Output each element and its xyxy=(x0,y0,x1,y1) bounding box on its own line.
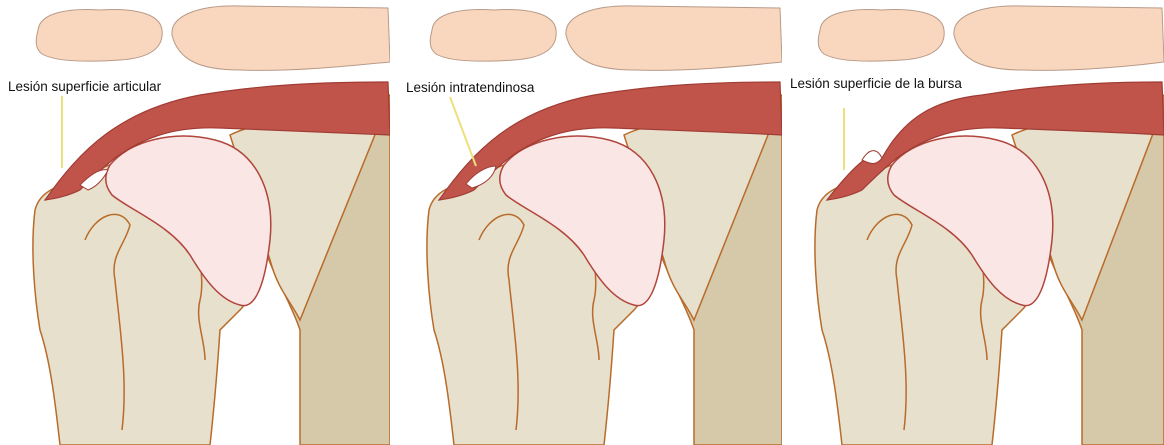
soft-tissue-pad-right xyxy=(566,6,782,70)
shoulder-illustration-intratendinous xyxy=(392,0,782,445)
panel-bursal-surface-lesion: Lesión superficie de la bursa xyxy=(784,0,1164,445)
soft-tissue-pad-left xyxy=(818,10,944,62)
bursal-lesion-gap xyxy=(862,151,882,164)
soft-tissue-pad-left xyxy=(430,10,556,62)
lesion-label: Lesión intratendinosa xyxy=(404,80,536,96)
soft-tissue-pad-left xyxy=(36,10,162,62)
shoulder-illustration-bursal xyxy=(784,0,1164,445)
shoulder-illustration-articular xyxy=(0,0,390,445)
lesion-label: Lesión superficie articular xyxy=(6,79,163,95)
leader-line xyxy=(450,97,476,166)
panel-intratendinous-lesion: Lesión intratendinosa xyxy=(392,0,782,445)
panel-articular-surface-lesion: Lesión superficie articular xyxy=(0,0,390,445)
soft-tissue-pad-right xyxy=(954,6,1164,70)
lesion-label: Lesión superficie de la bursa xyxy=(788,76,964,92)
soft-tissue-pad-right xyxy=(172,6,390,70)
